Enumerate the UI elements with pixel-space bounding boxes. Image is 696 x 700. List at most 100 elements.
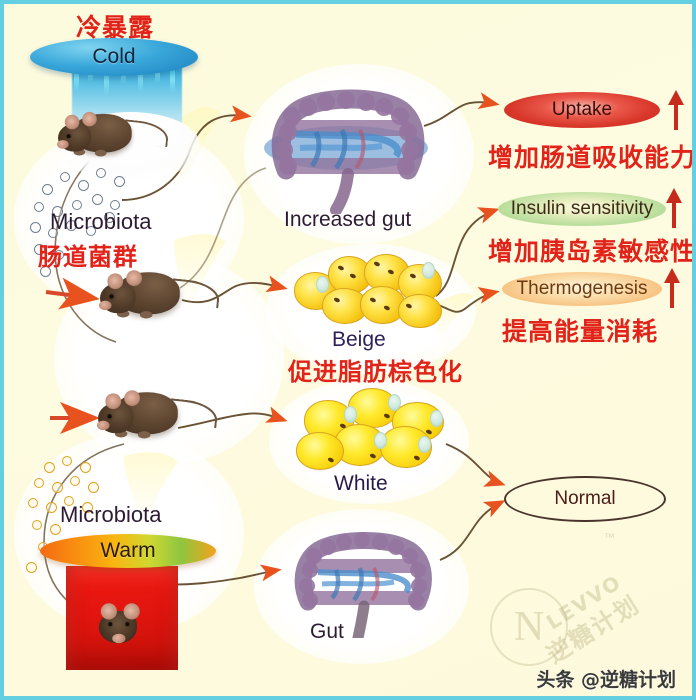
cell-nucleus <box>418 436 431 453</box>
microbiota-dot <box>114 176 125 187</box>
mouse-eye <box>109 294 114 299</box>
outcome-caption-insulin-sensitivity: 增加胰岛素敏感性 <box>488 237 696 266</box>
watermark-mark: N <box>513 604 545 650</box>
mouse-foot <box>94 149 107 157</box>
up-arrow-icon <box>666 88 686 137</box>
outcome-label-uptake: Uptake <box>551 99 613 120</box>
microbiota-dot <box>72 200 82 210</box>
mouse-ear <box>107 273 124 290</box>
white-adipocytes <box>296 388 452 470</box>
mouse-foot <box>116 310 130 318</box>
mouse-eye <box>108 622 113 627</box>
warm-disc-label: Warm <box>100 539 156 562</box>
outcome-caption-thermogenesis: 提高能量消耗 <box>502 317 659 346</box>
microbiota-dot <box>62 456 72 466</box>
microbiota-dot <box>30 222 41 233</box>
mouse-foot <box>73 148 86 156</box>
mouse-ear <box>126 270 142 286</box>
outcome-pill-insulin-sensitivity[interactable]: Insulin sensitivity <box>498 192 666 226</box>
icicle <box>170 62 175 94</box>
warm-disc[interactable]: Warm <box>40 534 216 568</box>
up-arrow-icon <box>664 186 684 235</box>
microbiota-dot <box>42 184 53 195</box>
microbiota-dot <box>34 202 44 212</box>
beige-label-cn: 促进脂肪棕色化 <box>288 358 463 386</box>
adipocyte-beige <box>398 294 442 328</box>
cell-nucleus <box>388 394 401 411</box>
beige-label: Beige <box>332 328 386 351</box>
mouse-snout <box>112 633 126 644</box>
cold-heading-cn: 冷暴露 <box>76 13 155 42</box>
mouse-snout <box>57 140 69 149</box>
microbiota-dot <box>104 212 115 223</box>
outcome-label-thermogenesis: Thermogenesis <box>516 278 648 299</box>
microbiota-dot <box>34 244 45 255</box>
mouse-foot <box>114 430 128 438</box>
icicle <box>74 62 79 92</box>
beige-adipocytes <box>294 254 454 328</box>
microbiota-dot <box>92 194 103 205</box>
mouse-eye <box>107 414 112 419</box>
mouse-ear <box>124 390 140 406</box>
microbiota-dot <box>54 250 64 260</box>
microbiota-dot <box>32 520 42 530</box>
cell-nucleus <box>430 410 443 427</box>
warm-microbiota-label: Microbiota <box>60 502 162 527</box>
cold-microbiota-label: Microbiota <box>50 209 152 234</box>
icicle <box>104 62 109 96</box>
microbiota-dot <box>64 496 74 506</box>
adipocyte-white <box>296 432 344 470</box>
normal-label: Normal <box>554 488 616 509</box>
increased-gut-label: Increased gut <box>284 208 412 231</box>
microbiota-dot <box>60 172 70 182</box>
mouse-ear <box>105 393 122 410</box>
microbiota-dot <box>66 220 77 231</box>
cold-microbiota-label-cn: 肠道菌群 <box>38 243 138 271</box>
mouse-ear <box>100 603 117 620</box>
cell-nucleus <box>374 432 387 449</box>
microbiota-dot <box>88 482 99 493</box>
cell-nucleus <box>344 406 357 423</box>
microbiota-dot <box>48 228 58 238</box>
mouse-ear <box>64 114 80 130</box>
up-arrow-icon <box>662 266 682 315</box>
microbiota-dot <box>34 478 44 488</box>
normal-outcome[interactable]: Normal <box>504 476 666 522</box>
mouse-foot <box>137 431 151 439</box>
mouse-snout <box>98 300 112 311</box>
cell-nucleus <box>316 276 329 293</box>
gut-illustration <box>282 518 442 638</box>
microbiota-dot <box>26 562 37 573</box>
cell-nucleus <box>422 262 435 279</box>
watermark-ring: N <box>490 588 568 666</box>
mouse-snout <box>96 420 110 431</box>
white-label: White <box>334 472 388 495</box>
icicle <box>138 62 143 92</box>
microbiota-dot <box>86 226 96 236</box>
microbiota-dot <box>52 206 63 217</box>
microbiota-dot <box>28 498 38 508</box>
microbiota-dot <box>46 502 57 513</box>
mouse-ear <box>82 111 97 127</box>
microbiota-dot <box>96 168 106 178</box>
outcome-pill-thermogenesis[interactable]: Thermogenesis <box>502 272 662 306</box>
microbiota-dot <box>80 462 91 473</box>
mouse-foot <box>139 311 153 319</box>
increased-gut-illustration <box>256 74 436 214</box>
outcome-caption-uptake: 增加肠道吸收能力 <box>488 143 696 172</box>
outcome-label-insulin-sensitivity: Insulin sensitivity <box>510 198 654 219</box>
gut-label: Gut <box>310 620 344 643</box>
microbiota-dot <box>40 266 51 277</box>
microbiota-dot <box>70 476 80 486</box>
mouse-ear <box>123 603 140 620</box>
footer-credit: 头条 @逆糖计划 <box>536 669 676 691</box>
microbiota-dot <box>44 462 55 473</box>
microbiota-dot <box>52 482 63 493</box>
outcome-pill-uptake[interactable]: Uptake <box>504 92 660 128</box>
mouse-eye <box>125 622 130 627</box>
microbiota-dot <box>82 502 93 513</box>
cold-disc[interactable]: Cold <box>30 38 198 76</box>
microbiota-dot <box>78 180 89 191</box>
watermark-tm: ™ <box>604 532 615 544</box>
